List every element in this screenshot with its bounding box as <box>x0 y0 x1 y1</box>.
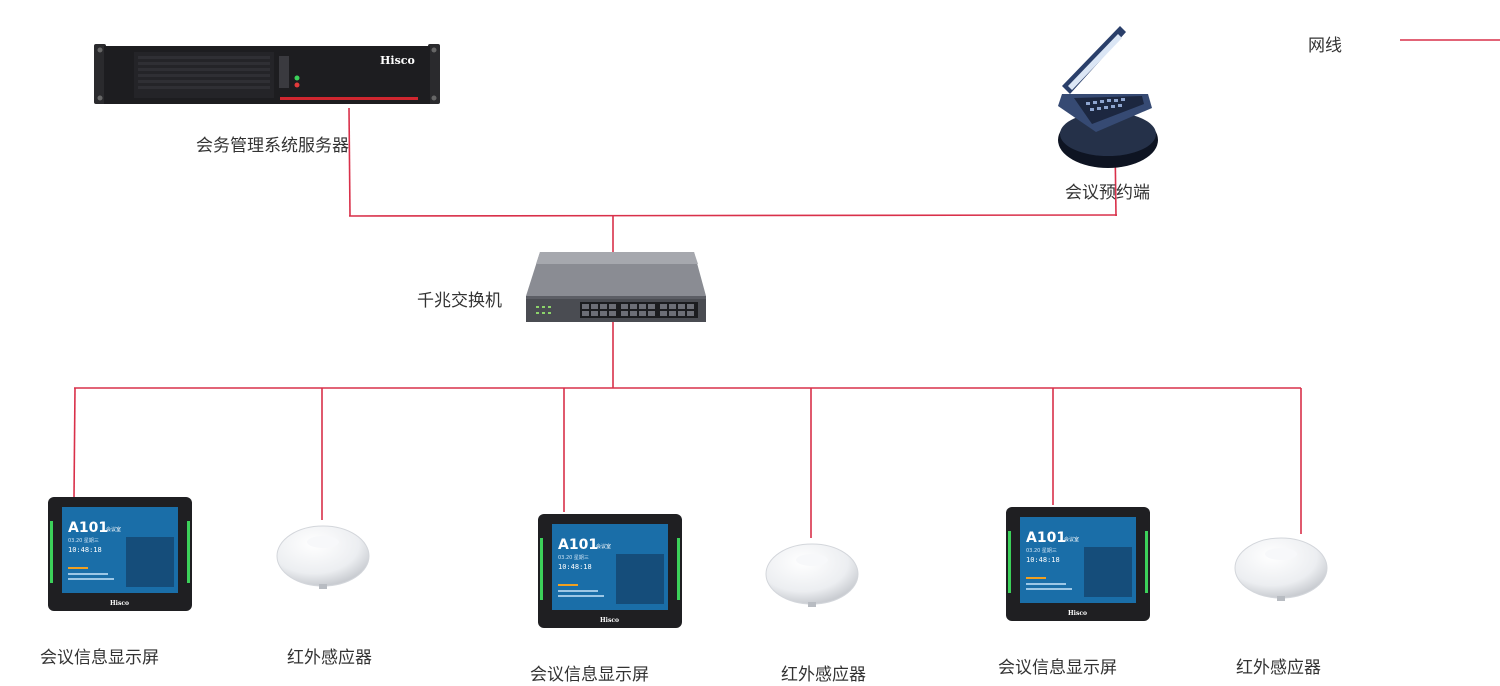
display-panel-2: A101 会议室 03.20 星期三 10:48:18 Hisco <box>538 514 682 628</box>
svg-text:03.20 星期三: 03.20 星期三 <box>558 555 589 561</box>
svg-text:A101: A101 <box>68 520 108 536</box>
svg-text:10:48:18: 10:48:18 <box>68 546 102 554</box>
display-panel-3: A101 会议室 03.20 星期三 10:48:18 Hisco <box>1006 507 1150 621</box>
display-label-3: 会议信息显示屏 <box>998 658 1117 678</box>
server-rack-icon: Hisco <box>94 44 440 104</box>
display-panel-icon: A101 会议室 03.20 星期三 10:48:18 Hisco <box>48 497 192 611</box>
svg-text:03.20 星期三: 03.20 星期三 <box>68 538 99 544</box>
laptop-icon <box>1058 26 1158 168</box>
display-panel-icon: A101 会议室 03.20 星期三 10:48:18 Hisco <box>1006 507 1150 621</box>
sensor-label-3: 红外感应器 <box>1236 658 1321 678</box>
switch-label: 千兆交换机 <box>417 291 502 311</box>
cable-top-bus <box>348 214 1118 217</box>
svg-text:Hisco: Hisco <box>1068 610 1087 617</box>
svg-text:Hisco: Hisco <box>110 600 129 607</box>
infrared-sensor-1 <box>275 520 371 592</box>
infrared-sensor-3 <box>1233 532 1329 604</box>
display-panel-icon: A101 会议室 03.20 星期三 10:48:18 Hisco <box>538 514 682 628</box>
infrared-sensor-icon <box>1234 537 1328 601</box>
server-label: 会务管理系统服务器 <box>196 136 349 156</box>
infrared-sensor-icon <box>276 525 370 589</box>
display-label-2: 会议信息显示屏 <box>530 665 649 685</box>
svg-text:Hisco: Hisco <box>380 54 415 67</box>
svg-text:A101: A101 <box>1026 530 1066 546</box>
svg-text:会议室: 会议室 <box>1064 536 1079 543</box>
cable-server-down <box>348 107 351 217</box>
svg-text:10:48:18: 10:48:18 <box>558 563 592 571</box>
booking-client-device <box>1052 24 1164 172</box>
cable-display-1 <box>73 387 76 498</box>
server-device: Hisco <box>94 42 440 108</box>
svg-text:Hisco: Hisco <box>600 617 619 624</box>
display-panel-1: A101 会议室 03.20 星期三 10:48:18 Hisco <box>48 497 192 611</box>
gigabit-switch-device <box>526 252 706 324</box>
sensor-label-1: 红外感应器 <box>287 648 372 668</box>
sensor-label-2: 红外感应器 <box>781 665 866 685</box>
svg-text:10:48:18: 10:48:18 <box>1026 556 1060 564</box>
infrared-sensor-icon <box>765 543 859 607</box>
svg-text:03.20 星期三: 03.20 星期三 <box>1026 548 1057 554</box>
svg-text:会议室: 会议室 <box>106 526 121 533</box>
svg-text:A101: A101 <box>558 537 598 553</box>
booking-client-label: 会议预约端 <box>1065 183 1150 203</box>
svg-text:会议室: 会议室 <box>596 543 611 550</box>
infrared-sensor-2 <box>764 538 860 610</box>
display-label-1: 会议信息显示屏 <box>40 648 159 668</box>
network-switch-icon <box>526 252 706 322</box>
legend-label: 网线 <box>1308 36 1342 56</box>
